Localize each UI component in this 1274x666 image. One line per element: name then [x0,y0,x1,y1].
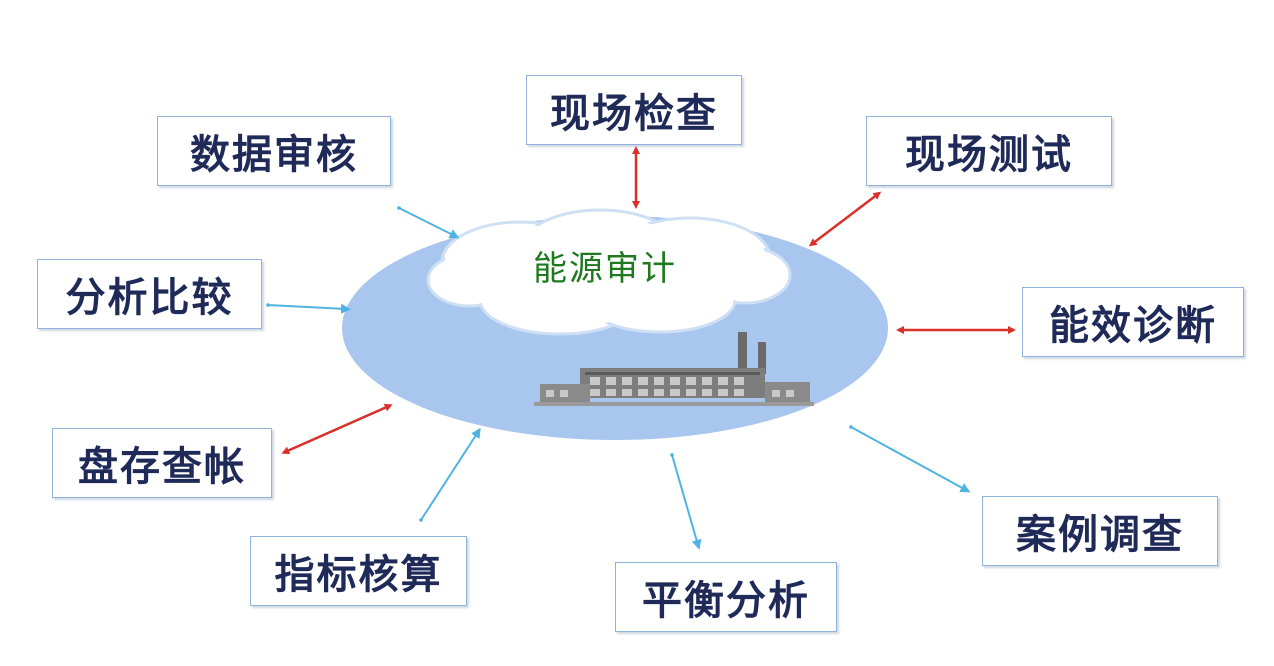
arrow-zhibiao-hesuan [419,427,481,522]
factory-icon [534,332,814,406]
arrow-shuju-shenhe [397,206,460,239]
node-pingheng-fenxi: 平衡分析 [615,562,837,632]
arrow-fenxi-bijiao [266,303,351,314]
arrow-xianchang-ceshi [808,191,882,247]
node-shuju-shenhe: 数据审核 [157,116,391,186]
node-anli-diaocha: 案例调查 [982,496,1218,566]
node-nengxiao-zhenduan: 能效诊断 [1022,287,1244,357]
arrow-anli-diaocha [849,425,971,493]
node-fenxi-bijiao: 分析比较 [37,259,262,329]
node-zhibiao-hesuan: 指标核算 [250,536,467,606]
center-label: 能源审计 [533,248,677,289]
arrow-pingheng-fenxi [670,453,702,550]
node-pancun-chazhang: 盘存查帐 [52,428,272,498]
arrows [266,146,1016,550]
node-xianchang-jiancha: 现场检查 [526,75,742,145]
node-xianchang-ceshi: 现场测试 [866,116,1112,186]
arrow-pancun-chazhang [281,403,393,455]
cloud-fill [431,215,787,329]
